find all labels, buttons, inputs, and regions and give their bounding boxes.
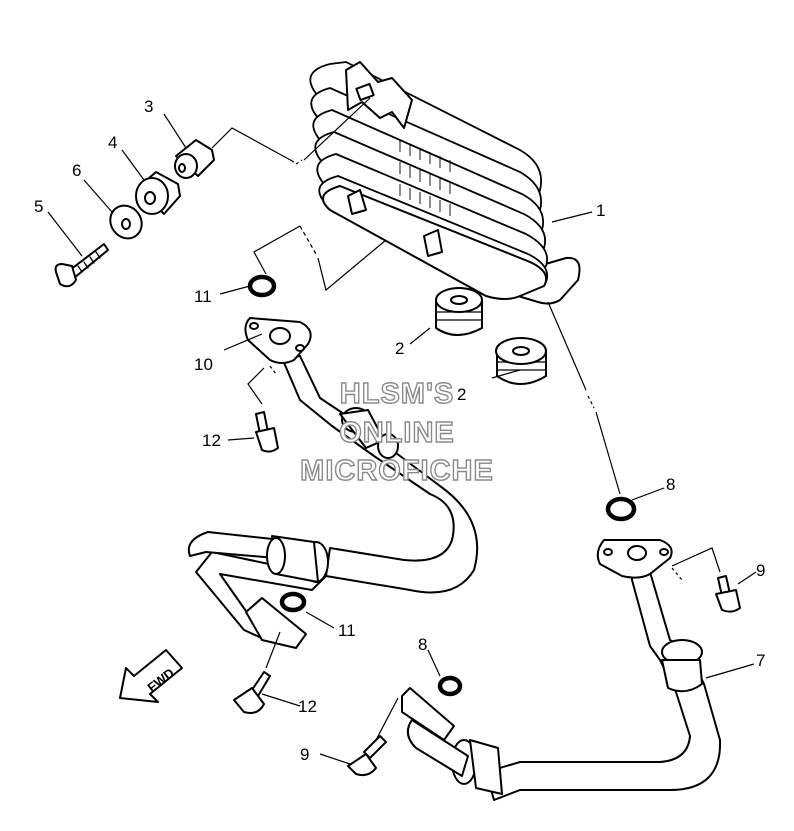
- oil-hose-10: [187, 355, 479, 649]
- watermark-line-2: ONLINE: [339, 417, 455, 449]
- callout-labels: 1 2 2 3 4 5 6 7 8 8 9 9 10 11 11 12 12: [34, 97, 765, 764]
- o-ring-8a: [605, 496, 637, 522]
- callout-1: 1: [596, 201, 605, 220]
- callout-9a: 9: [756, 561, 765, 580]
- fin-hatching: [399, 140, 451, 216]
- o-ring-11a: [247, 274, 277, 298]
- oil-hose-7: [401, 571, 722, 801]
- callout-4: 4: [108, 133, 117, 152]
- callout-8b: 8: [418, 635, 427, 654]
- bolt-9b: [347, 735, 387, 777]
- callout-2a: 2: [395, 339, 404, 358]
- callout-11a: 11: [194, 287, 212, 306]
- bolt-5: [54, 243, 109, 288]
- o-ring-8b: [437, 675, 463, 697]
- o-ring-11b: [279, 591, 307, 613]
- bolt-12a: [255, 411, 279, 453]
- callout-5: 5: [34, 197, 43, 216]
- grommet-2a: [435, 287, 483, 336]
- callout-3: 3: [144, 97, 153, 116]
- callout-10: 10: [194, 355, 213, 374]
- callout-11b: 11: [338, 621, 356, 640]
- callout-7: 7: [756, 651, 765, 670]
- watermark: HLSM'S ONLINE MICROFICHE: [299, 377, 494, 487]
- collar-3: [174, 139, 215, 179]
- oil-cooler: [309, 61, 581, 305]
- leader-lines: [47, 97, 757, 765]
- callout-9b: 9: [300, 745, 309, 764]
- callout-8a: 8: [666, 475, 675, 494]
- fwd-arrow-icon: FWD: [119, 649, 183, 703]
- grommet-2b: [495, 337, 547, 385]
- watermark-line-1: HLSM'S: [340, 378, 454, 410]
- bolt-9a: [715, 575, 741, 613]
- callout-6: 6: [72, 161, 81, 180]
- bolt-12b: [233, 671, 271, 714]
- callout-12a: 12: [202, 431, 221, 450]
- callout-12b: 12: [298, 697, 317, 716]
- flange-10-top: [244, 317, 312, 364]
- damper-4: [135, 171, 181, 215]
- flange-7-top: [596, 539, 673, 579]
- watermark-line-3: MICROFICHE: [300, 455, 494, 487]
- callout-2b: 2: [457, 385, 466, 404]
- washer-6: [109, 204, 143, 240]
